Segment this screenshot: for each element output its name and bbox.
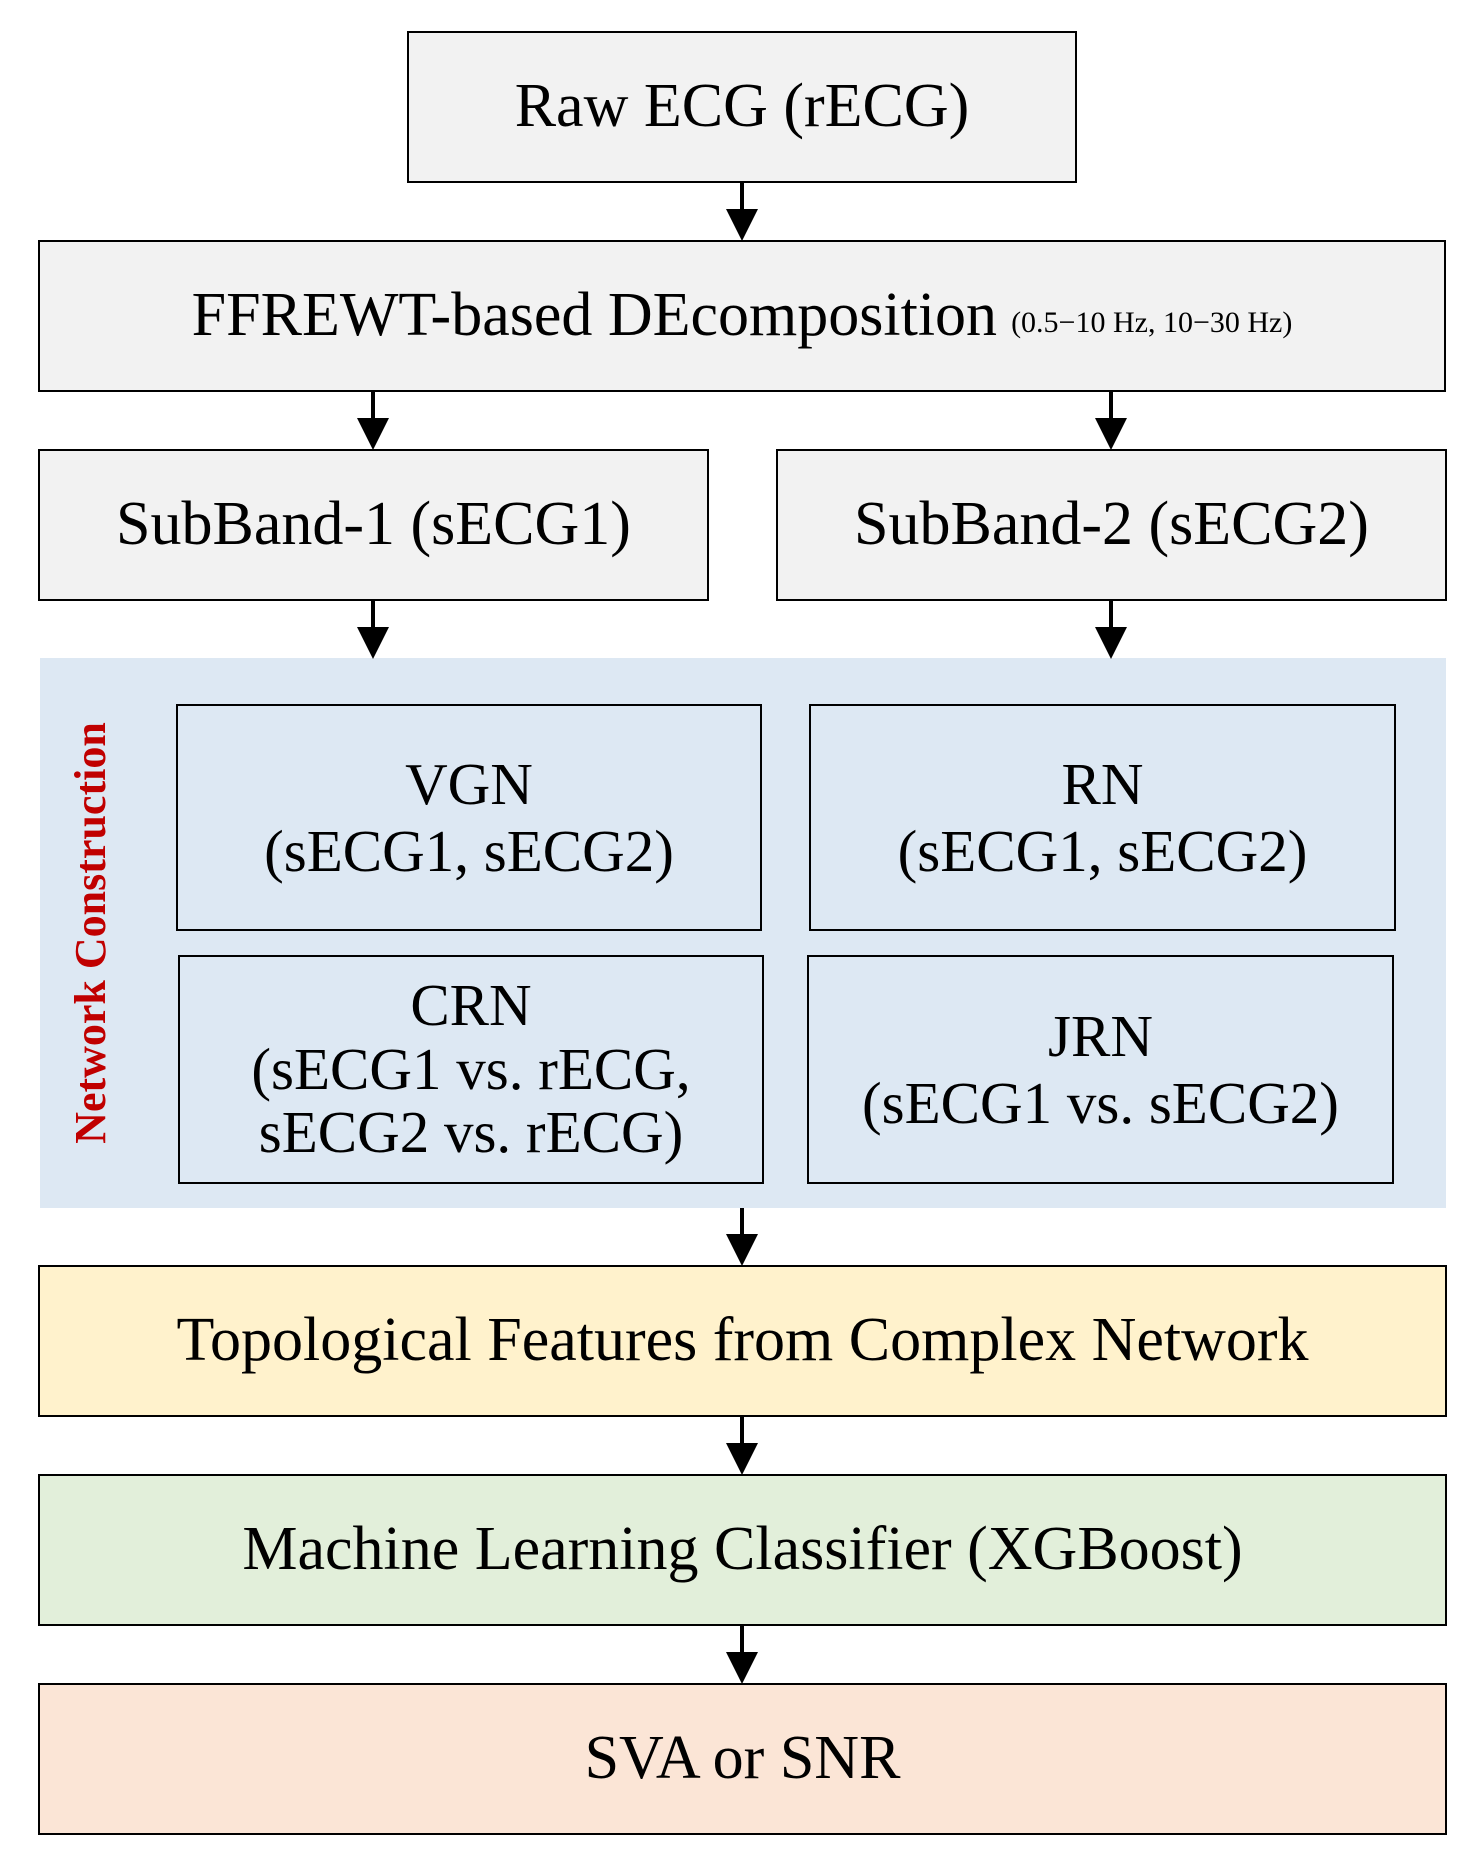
rn-node: RN (sECG1, sECG2) (809, 704, 1396, 931)
rn-title: RN (1061, 751, 1144, 818)
subband-2-node: SubBand-2 (sECG2) (776, 449, 1447, 601)
vgn-node: VGN (sECG1, sECG2) (176, 704, 762, 931)
crn-inputs-line-2: sECG2 vs. rECG) (258, 1099, 684, 1166)
jrn-inputs: (sECG1 vs. sECG2) (862, 1069, 1339, 1136)
crn-node: CRN (sECG1 vs. rECG, sECG2 vs. rECG) (178, 955, 764, 1184)
output-label: SVA or SNR (584, 1724, 901, 1793)
raw-ecg-label: Raw ECG (rECG) (514, 72, 970, 141)
subband-1-label: SubBand-1 (sECG1) (116, 490, 631, 559)
decomposition-bands-note: (0.5−10 Hz, 10−30 Hz) (1011, 306, 1293, 340)
rn-inputs: (sECG1, sECG2) (897, 817, 1308, 884)
vgn-inputs: (sECG1, sECG2) (264, 817, 674, 884)
topological-features-node: Topological Features from Complex Networ… (38, 1265, 1447, 1417)
raw-ecg-node: Raw ECG (rECG) (407, 31, 1077, 183)
classifier-label: Machine Learning Classifier (XGBoost) (242, 1515, 1243, 1584)
classifier-node: Machine Learning Classifier (XGBoost) (38, 1474, 1447, 1626)
crn-title: CRN (410, 971, 532, 1038)
vgn-title: VGN (405, 751, 533, 818)
decomposition-label: FFREWT-based DEcomposition (191, 281, 998, 350)
crn-inputs-line-1: (sECG1 vs. rECG, (251, 1035, 691, 1102)
subband-1-node: SubBand-1 (sECG1) (38, 449, 709, 601)
subband-2-label: SubBand-2 (sECG2) (854, 490, 1369, 559)
jrn-node: JRN (sECG1 vs. sECG2) (807, 955, 1394, 1184)
output-node: SVA or SNR (38, 1683, 1447, 1835)
topological-features-label: Topological Features from Complex Networ… (176, 1306, 1309, 1375)
jrn-title: JRN (1048, 1003, 1153, 1070)
decomposition-node: FFREWT-based DEcomposition (0.5−10 Hz, 1… (38, 240, 1446, 392)
